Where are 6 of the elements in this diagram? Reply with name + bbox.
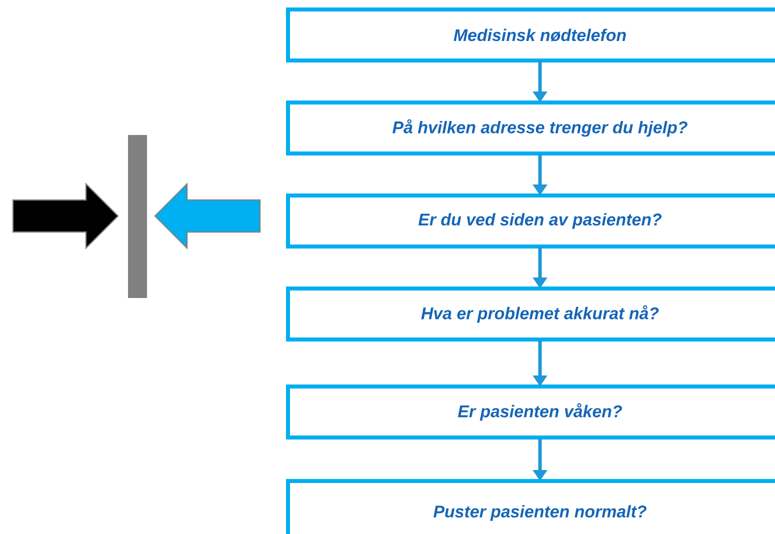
question-box: På hvilken adresse trenger du hjelp? — [286, 100, 775, 156]
question-box: Hva er problemet akkurat nå? — [286, 286, 775, 342]
question-box: Er pasienten våken? — [286, 384, 775, 440]
question-box: Er du ved siden av pasienten? — [286, 194, 775, 248]
question-box: Puster pasienten normalt? — [286, 479, 775, 534]
question-box: Medisinsk nødtelefon — [286, 8, 775, 62]
